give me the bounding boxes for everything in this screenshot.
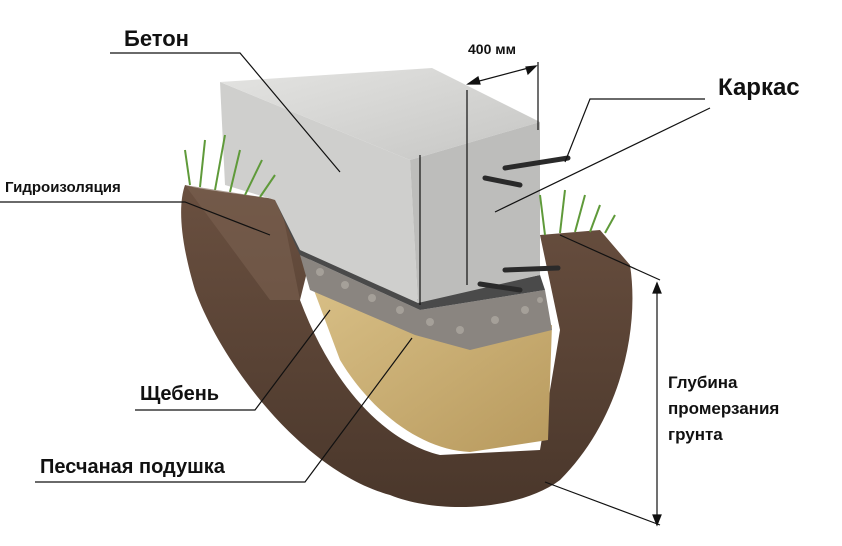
grass-left <box>184 134 276 198</box>
concrete-top-face <box>220 68 540 160</box>
soil <box>181 185 633 507</box>
label-gravel: Щебень <box>140 383 220 405</box>
label-frost-depth-line2: промерзания <box>668 399 780 418</box>
label-frost-depth: Глубина промерзания грунта <box>668 370 779 448</box>
label-waterproofing: Гидроизоляция <box>5 179 121 196</box>
grass-right <box>539 189 616 236</box>
leader-lines <box>0 52 711 526</box>
label-sand-cushion: Песчаная подушка <box>40 456 225 478</box>
dimension-lines <box>419 62 662 527</box>
label-concrete: Бетон <box>124 26 189 51</box>
concrete-left-face <box>220 82 418 303</box>
label-frame: Каркас <box>718 74 800 101</box>
label-width: 400 мм <box>468 41 516 57</box>
gravel-layer <box>300 255 552 350</box>
rebar-frame <box>477 155 571 293</box>
label-frost-depth-line3: грунта <box>668 425 723 444</box>
label-frost-depth-line1: Глубина <box>668 373 738 392</box>
sand-cushion <box>312 285 552 452</box>
